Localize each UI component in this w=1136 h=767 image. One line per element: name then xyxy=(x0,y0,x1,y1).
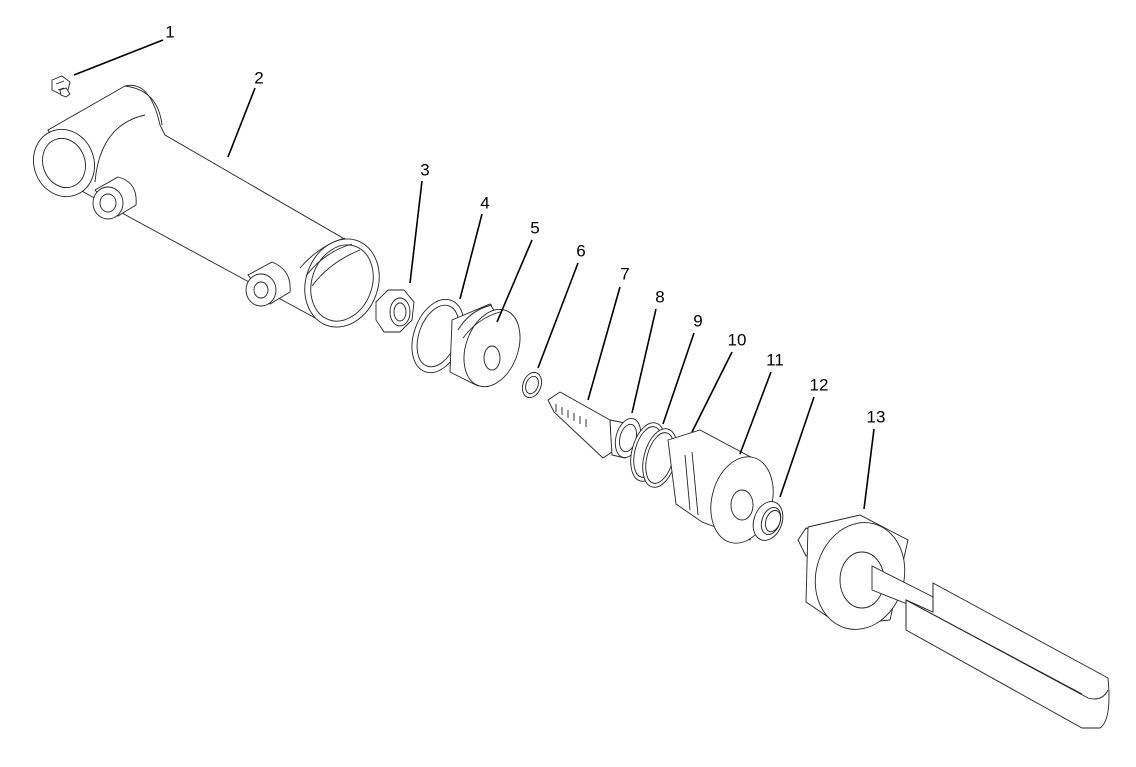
callout-12: 12 xyxy=(809,375,829,395)
grease-fitting-part-1 xyxy=(51,75,71,98)
leader-lines xyxy=(73,39,875,510)
clevis-part-13 xyxy=(797,514,1110,729)
leader-line-1 xyxy=(73,39,164,76)
gland-part-5 xyxy=(449,303,521,388)
cylinder-body-part-2 xyxy=(33,84,380,328)
callout-11: 11 xyxy=(766,350,784,370)
leader-line-4 xyxy=(459,213,483,300)
callout-9: 9 xyxy=(693,311,703,331)
leader-line-9 xyxy=(662,332,695,425)
callout-5: 5 xyxy=(530,218,540,238)
leader-line-5 xyxy=(496,239,533,323)
callout-6: 6 xyxy=(576,241,586,261)
callout-4: 4 xyxy=(480,193,490,213)
callout-2: 2 xyxy=(254,68,264,88)
bushing-part-12 xyxy=(752,501,784,541)
leader-line-10 xyxy=(691,351,733,433)
leader-line-12 xyxy=(779,396,815,498)
leader-line-3 xyxy=(409,180,423,284)
piston-rod-part-7 xyxy=(547,391,626,459)
callout-8: 8 xyxy=(655,287,665,307)
o-ring-part-6 xyxy=(521,371,543,399)
leader-line-7 xyxy=(587,286,621,401)
leader-line-13 xyxy=(863,428,875,510)
callout-13: 13 xyxy=(866,407,886,427)
callout-3: 3 xyxy=(420,160,430,180)
callout-7: 7 xyxy=(620,264,630,284)
hex-nut-part-3 xyxy=(375,289,415,333)
leader-line-8 xyxy=(631,308,657,414)
leader-line-2 xyxy=(227,87,256,158)
leader-line-6 xyxy=(537,262,579,369)
callout-10: 10 xyxy=(727,330,747,350)
callout-1: 1 xyxy=(165,22,175,42)
leader-line-11 xyxy=(739,371,772,455)
